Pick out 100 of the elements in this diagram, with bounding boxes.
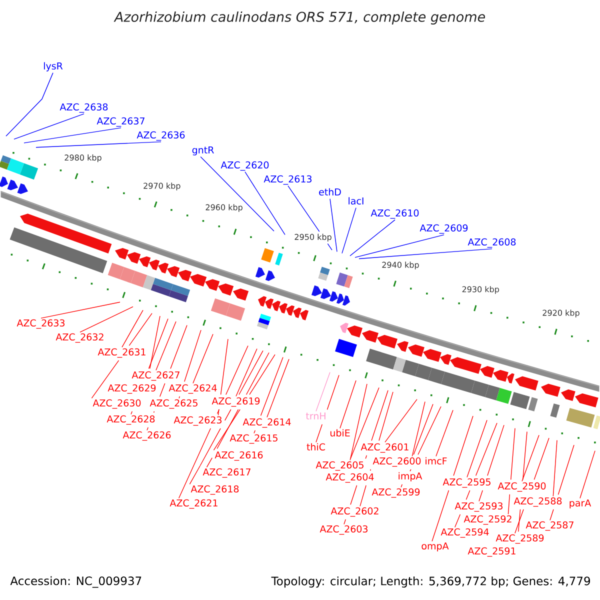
leader-line [316, 372, 330, 412]
gene-label: AZC_2617 [202, 468, 250, 478]
gene-label: AZC_2589 [496, 534, 544, 544]
gene-label: AZC_2616 [214, 451, 263, 461]
gene-label: AZC_2624 [168, 384, 217, 394]
leader-line [178, 345, 248, 499]
gene-label: AZC_2614 [242, 418, 291, 428]
gene-label: lysR [44, 62, 63, 72]
leader-line [552, 440, 558, 497]
gene-label: AZC_2637 [96, 117, 144, 127]
gene-label: AZC_2619 [212, 397, 260, 407]
leader-line [342, 207, 356, 254]
leader-line [122, 310, 144, 348]
leader-line [454, 422, 498, 528]
gene-label: AZC_2613 [264, 175, 312, 185]
gene-label: AZC_2594 [440, 528, 489, 538]
gene-label: ethD [319, 188, 341, 196]
footer-text: Topology: circular; Length: 5,369,772 bp; Genes: 4,779 [271, 576, 590, 588]
leader-line [350, 384, 368, 461]
leader-line [358, 248, 492, 260]
gene-label: parA [570, 499, 592, 508]
gene-label: AZC_2627 [132, 371, 180, 381]
gene-label: ubiE [330, 429, 350, 437]
tick-label: 2960 kbp [206, 204, 242, 212]
footer-text: Accession: NC_009937 [10, 576, 142, 588]
leader-line [350, 219, 396, 256]
leader-line [36, 141, 162, 148]
leader-line [330, 198, 338, 252]
gene-label: AZC_2618 [190, 485, 239, 495]
leader-line [40, 302, 120, 319]
tick-label: 2940 kbp [382, 262, 419, 270]
leader-line [206, 352, 270, 468]
tick-label: 2970 kbp [144, 182, 180, 190]
gene-label: imcF [426, 457, 447, 465]
leader-line [412, 401, 426, 457]
gene-label: AZC_2628 [106, 415, 155, 425]
leader-line [266, 358, 290, 418]
gene-label: AZC_2595 [442, 478, 490, 488]
leader-line [130, 318, 168, 415]
gene-label: AZC_2632 [56, 333, 104, 343]
leader-line [518, 431, 528, 532]
leader-line [254, 356, 284, 434]
gene-label: AZC_2587 [526, 521, 574, 531]
leader-line [522, 434, 540, 482]
gene-label: AZC_2590 [498, 482, 546, 492]
tick-label: 2950 kbp [294, 234, 332, 242]
leader-line [350, 387, 380, 459]
leader-line [316, 374, 340, 443]
gene-label: thiC [306, 443, 325, 451]
gene-label: AZC_2629 [108, 384, 156, 394]
gene-label: gntR [192, 146, 214, 156]
gene-label: AZC_2600 [372, 457, 421, 467]
leader-line [6, 72, 54, 137]
gene-label: AZC_2631 [98, 348, 146, 358]
gene-label: AZC_2609 [420, 224, 468, 234]
leader-line [14, 113, 84, 140]
gene-label: AZC_2602 [330, 507, 378, 517]
leader-line [580, 450, 596, 499]
leader-line [514, 438, 550, 534]
leader-line [244, 171, 286, 236]
leader-line [354, 234, 444, 258]
leader-line [218, 338, 228, 416]
leader-line [410, 406, 442, 472]
leader-line [91, 312, 152, 399]
leader-line [432, 416, 474, 542]
gene-label: AZC_2633 [16, 319, 65, 329]
title: Azorhizobium caulinodans ORS 571, complete genome [114, 11, 485, 25]
leader-line [156, 321, 176, 371]
gene-label: AZC_2625 [150, 399, 198, 409]
leader-line [24, 127, 122, 144]
tick-label: 2930 kbp [462, 286, 499, 294]
gene-label: AZC_2623 [174, 416, 222, 426]
leader-line [150, 316, 160, 369]
gene-label: AZC_2588 [514, 497, 562, 507]
gene-label: AZC_2599 [372, 488, 420, 498]
tick-label: 2980 kbp [64, 154, 102, 162]
gene-label: AZC_2605 [316, 461, 364, 471]
gene-label: AZC_2593 [454, 502, 503, 512]
gene-label: ompA [422, 542, 449, 552]
gene-label: AZC_2601 [360, 443, 408, 453]
gene-label: AZC_2592 [464, 515, 512, 525]
leader-line [466, 420, 488, 478]
gene-label: AZC_2621 [170, 499, 218, 509]
gene-label: trnH [306, 412, 326, 420]
gene-label: AZC_2591 [468, 547, 516, 557]
leader-line [436, 410, 454, 457]
leader-line [478, 424, 504, 502]
leader-line [384, 398, 418, 443]
gene-label: lacI [348, 197, 364, 205]
leader-line [340, 380, 356, 429]
gene-label: impA [398, 472, 422, 482]
leader-line [288, 185, 332, 250]
gene-label: AZC_2626 [122, 431, 171, 441]
leader-line [146, 324, 188, 431]
gene-label: AZC_2638 [60, 103, 108, 113]
leader-line [178, 330, 202, 399]
gene-label: AZC_2620 [220, 161, 269, 171]
leader-line [344, 390, 388, 525]
gene-label: AZC_2636 [136, 131, 185, 141]
leader-line [213, 354, 276, 451]
